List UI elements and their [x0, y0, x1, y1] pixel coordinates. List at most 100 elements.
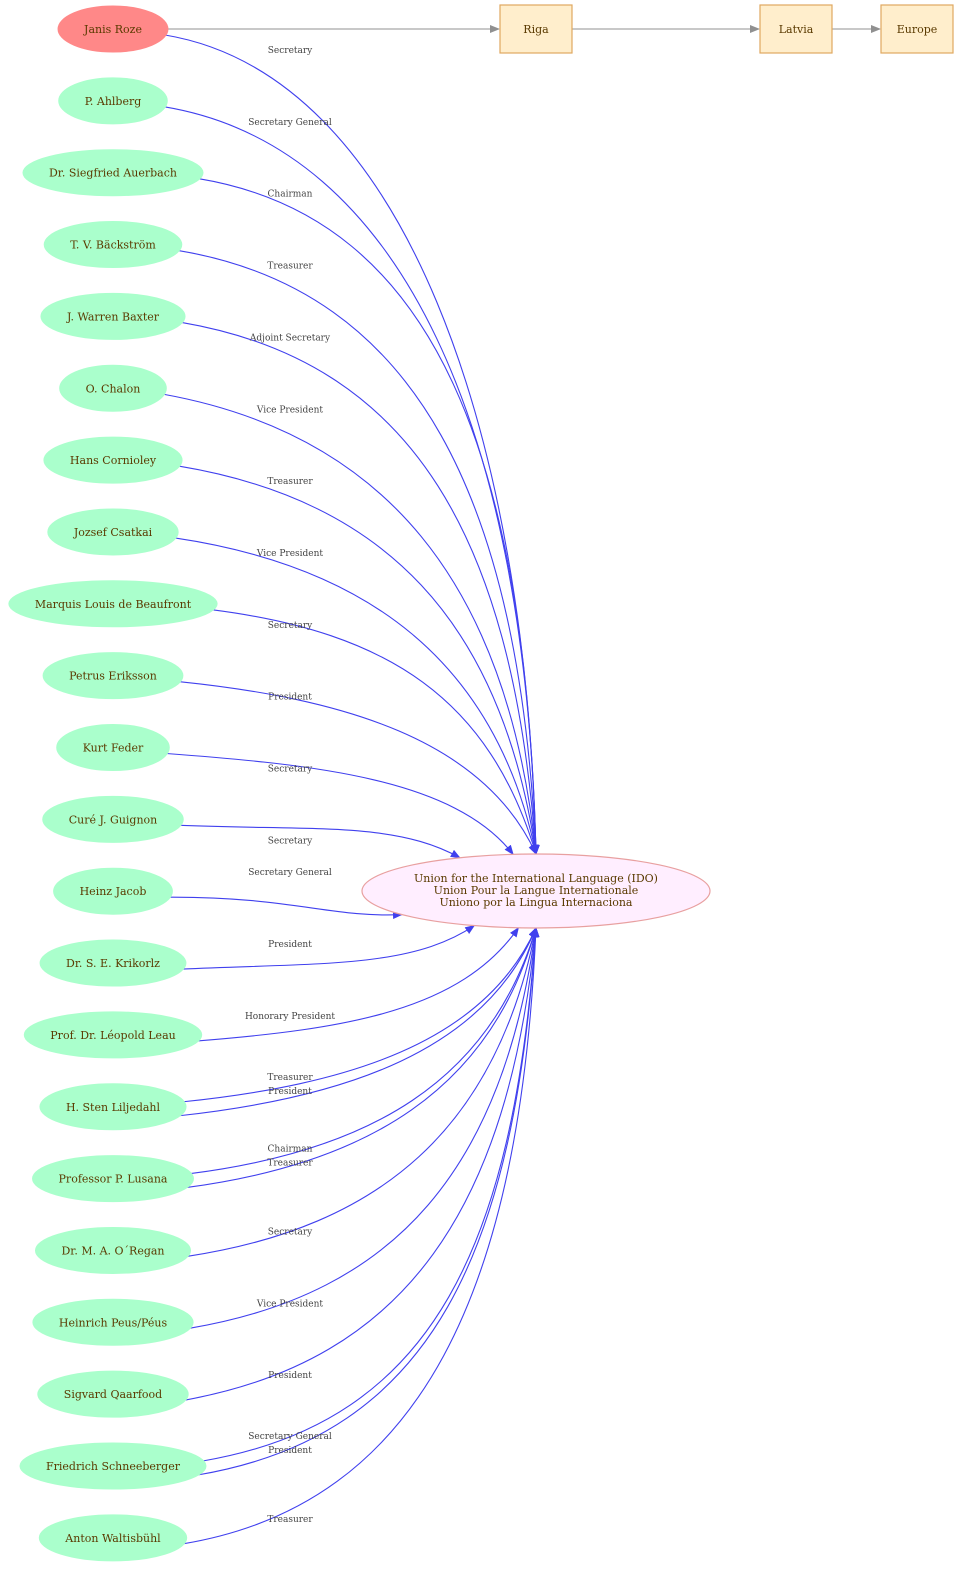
person-node-sigvard-qaarfood[interactable]: Sigvard Qaarfood — [37, 1370, 189, 1418]
person-node-hans-cornioley[interactable]: Hans Cornioley — [43, 436, 183, 484]
edge-label: President — [268, 693, 312, 703]
edge-label: Chairman — [268, 190, 313, 200]
edge-label: Secretary — [268, 621, 313, 631]
person-node-dr-siegfried-auerbach[interactable]: Dr. Siegfried Auerbach — [22, 149, 204, 197]
person-name: Friedrich Schneeberger — [46, 1460, 181, 1473]
person-name: Heinrich Peus/Péus — [59, 1316, 168, 1329]
person-node-dr-s-e-krikorlz[interactable]: Dr. S. E. Krikorlz — [39, 939, 187, 987]
edge-label: Treasurer — [267, 1515, 313, 1525]
person-node-professor-p-lusana[interactable]: Professor P. Lusana — [32, 1155, 194, 1203]
person-node-heinrich-peus-peus[interactable]: Heinrich Peus/Péus — [32, 1298, 194, 1346]
edge-heinrich-peus-peus-vice-president — [189, 927, 539, 1329]
edge-label: Secretary — [268, 46, 313, 56]
person-name: Heinz Jacob — [80, 885, 147, 898]
person-name: Professor P. Lusana — [59, 1173, 168, 1186]
edge-professor-p-lusana-treasurer — [185, 927, 538, 1189]
place-box — [499, 4, 573, 54]
edge-janis-roze-secretary — [164, 34, 540, 855]
edge-label: President — [268, 1371, 312, 1381]
edge-label: Treasurer — [267, 1159, 313, 1169]
person-node-p-ahlberg[interactable]: P. Ahlberg — [58, 77, 168, 125]
person-ellipse — [57, 5, 169, 53]
person-node-dr-m-a-o-regan[interactable]: Dr. M. A. O´Regan — [34, 1226, 192, 1274]
person-ellipse — [32, 1298, 194, 1346]
edge-label: Honorary President — [245, 1012, 335, 1022]
person-node-marquis-louis-de-beaufront[interactable]: Marquis Louis de Beaufront — [8, 580, 218, 628]
edge-marquis-louis-de-beaufront-secretary — [212, 609, 538, 855]
person-ellipse — [43, 436, 183, 484]
person-ellipse — [37, 1370, 189, 1418]
person-ellipse — [42, 652, 184, 700]
person-node-t-v-backstrom[interactable]: T. V. Bäckström — [43, 221, 183, 269]
person-ellipse — [38, 1514, 188, 1562]
person-node-jozsef-csatkai[interactable]: Jozsef Csatkai — [47, 508, 179, 556]
person-name: H. Sten Liljedahl — [66, 1101, 161, 1114]
person-node-anton-waltisbuhl[interactable]: Anton Waltisbühl — [38, 1514, 188, 1562]
person-name: Petrus Eriksson — [69, 670, 157, 683]
person-node-j-warren-baxter[interactable]: J. Warren Baxter — [40, 292, 186, 340]
edge-anton-waltisbuhl-treasurer — [183, 927, 540, 1545]
place-node-europe[interactable]: Europe — [880, 4, 954, 54]
person-name: Marquis Louis de Beaufront — [35, 598, 192, 611]
person-ellipse — [22, 149, 204, 197]
person-node-o-chalon[interactable]: O. Chalon — [59, 364, 167, 412]
person-ellipse — [59, 364, 167, 412]
edge-label: Secretary — [268, 765, 313, 775]
edge-label: President — [268, 1446, 312, 1456]
organization-name-line: Union for the International Language (ID… — [414, 872, 658, 885]
person-name: O. Chalon — [86, 382, 141, 395]
edge-p-ahlberg-secretary-general — [164, 106, 540, 855]
highlight-person-node[interactable]: Janis Roze — [57, 5, 169, 53]
edge-label: Vice President — [256, 405, 324, 415]
person-node-kurt-feder[interactable]: Kurt Feder — [56, 724, 170, 771]
person-node-h-sten-liljedahl[interactable]: H. Sten Liljedahl — [39, 1083, 187, 1131]
edge-friedrich-schneeberger-secretary-general — [202, 927, 540, 1462]
edge-label: President — [268, 1087, 312, 1097]
person-name: Anton Waltisbühl — [64, 1532, 161, 1545]
edge-h-sten-liljedahl-president — [179, 927, 537, 1117]
person-name: Sigvard Qaarfood — [64, 1388, 162, 1401]
person-node-heinz-jacob[interactable]: Heinz Jacob — [53, 867, 173, 915]
person-ellipse — [58, 77, 168, 125]
edge-label: Treasurer — [267, 1073, 313, 1083]
person-ellipse — [8, 580, 218, 628]
organization-name-line: Uniono por la Lingua Internaciona — [440, 896, 633, 909]
organization-ellipse — [361, 853, 711, 929]
place-node-riga[interactable]: Riga — [499, 4, 573, 54]
person-name: Prof. Dr. Léopold Leau — [50, 1029, 175, 1042]
edge-t-v-backstrom-treasurer — [178, 250, 540, 855]
person-ellipse — [56, 724, 170, 771]
edge-label: Secretary — [268, 1227, 313, 1237]
edge-label: Secretary — [268, 836, 313, 846]
place-name: Europe — [897, 23, 938, 36]
person-node-petrus-eriksson[interactable]: Petrus Eriksson — [42, 652, 184, 700]
edge-label: Secretary General — [248, 1432, 332, 1442]
person-node-prof-dr-leopold-leau[interactable]: Prof. Dr. Léopold Leau — [23, 1011, 203, 1059]
edge-friedrich-schneeberger-president — [197, 927, 540, 1476]
edge-dr-m-a-o-regan-secretary — [186, 927, 539, 1257]
edge-sigvard-qaarfood-president — [184, 927, 540, 1401]
person-name: Curé J. Guignon — [69, 813, 158, 826]
person-node-friedrich-schneeberger[interactable]: Friedrich Schneeberger — [19, 1442, 207, 1490]
person-ellipse — [42, 795, 184, 843]
organization-node[interactable]: Union for the International Language (ID… — [361, 853, 711, 929]
place-node-latvia[interactable]: Latvia — [759, 4, 833, 54]
person-ellipse — [19, 1442, 207, 1490]
person-ellipse — [43, 221, 183, 269]
person-node-cure-j-guignon[interactable]: Curé J. Guignon — [42, 795, 184, 843]
person-ellipse — [34, 1226, 192, 1274]
edge-label: Vice President — [256, 549, 324, 559]
edge-jozsef-csatkai-vice-president — [174, 537, 539, 855]
place-box — [759, 4, 833, 54]
person-ellipse — [39, 939, 187, 987]
person-name: Janis Roze — [83, 23, 142, 36]
edge-dr-s-e-krikorlz-president — [182, 925, 476, 970]
edge-professor-p-lusana-chairman — [190, 927, 538, 1175]
person-ellipse — [32, 1155, 194, 1203]
edge-label: Treasurer — [267, 477, 313, 487]
person-ellipse — [47, 508, 179, 556]
person-ellipse — [53, 867, 173, 915]
organization-name-line: Union Pour la Langue Internationale — [434, 884, 639, 897]
